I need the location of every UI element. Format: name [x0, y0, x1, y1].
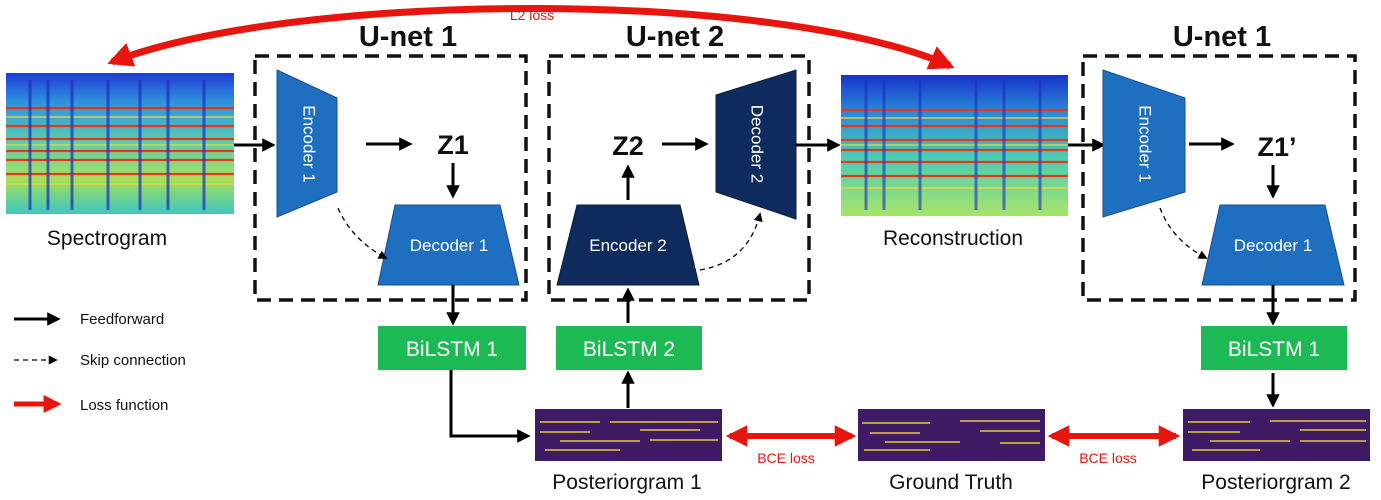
legend-feedforward-label: Feedforward	[80, 311, 164, 328]
bce-loss-label-right: BCE loss	[1079, 450, 1137, 466]
skip-arrow-right	[1159, 207, 1208, 259]
spectrogram-caption: Spectrogram	[47, 227, 167, 250]
unet2-title: U-net 2	[626, 21, 724, 53]
spectrogram-image	[6, 73, 234, 214]
legend-loss-label: Loss function	[80, 397, 168, 414]
decoder1-right-block	[1201, 204, 1345, 286]
unet1-left-title: U-net 1	[359, 21, 457, 53]
encoder1-right-label: Encoder 1	[1136, 105, 1155, 183]
unet1-right-box	[1081, 54, 1357, 302]
l2-loss-arrow	[107, 5, 955, 70]
unet2-box	[547, 54, 811, 302]
reconstruction-image	[841, 75, 1068, 216]
skip-arrow-left	[337, 207, 388, 259]
bilstm1-right-label: BiLSTM 1	[1228, 338, 1320, 361]
decoder2-label: Decoder 2	[748, 105, 767, 183]
legend: Feedforward Skip connection Loss functio…	[14, 311, 186, 414]
encoder1-right-block	[1102, 69, 1186, 218]
unet1-right-title: U-net 1	[1173, 21, 1271, 53]
z1-prime-label: Z1’	[1257, 132, 1296, 162]
bilstm1-left-block	[378, 326, 526, 370]
encoder2-block	[556, 204, 700, 286]
skip-arrow-middle	[699, 212, 763, 271]
decoder1-left-label: Decoder 1	[410, 236, 488, 255]
reconstruction-caption: Reconstruction	[883, 227, 1023, 250]
bilstm1-left-label: BiLSTM 1	[406, 338, 498, 361]
bilstm2-label: BiLSTM 2	[583, 338, 675, 361]
posteriorgram2-caption: Posteriorgram 2	[1201, 471, 1350, 494]
posteriorgram1-caption: Posteriorgram 1	[552, 471, 701, 494]
arrow-bilstm1-to-posteriorgram1	[449, 370, 531, 443]
encoder1-left-block	[276, 69, 338, 218]
decoder1-right-label: Decoder 1	[1234, 236, 1312, 255]
unet1-left-box	[253, 54, 528, 302]
posteriorgram2-image	[1183, 409, 1370, 461]
bce-loss-label-left: BCE loss	[757, 450, 815, 466]
bilstm1-right-block	[1201, 326, 1347, 370]
l2-loss-label: L2 loss	[510, 7, 554, 23]
encoder2-label: Encoder 2	[589, 236, 667, 255]
posteriorgram1-image	[535, 409, 722, 461]
ground-truth-image	[858, 409, 1045, 461]
ground-truth-caption: Ground Truth	[889, 471, 1013, 494]
decoder2-block	[715, 69, 797, 220]
legend-skip-label: Skip connection	[80, 352, 186, 369]
z2-label: Z2	[612, 131, 644, 161]
encoder1-left-label: Encoder 1	[300, 105, 319, 183]
z1-label: Z1	[437, 130, 469, 160]
bilstm2-block	[556, 326, 702, 370]
